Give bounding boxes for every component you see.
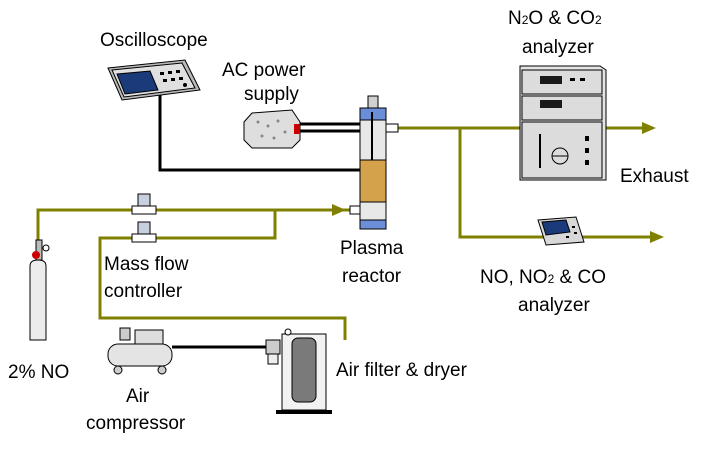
exhaust-arrow-icon [650, 231, 664, 243]
plasma-reactor-icon [349, 95, 399, 230]
oscilloscope-icon [107, 59, 201, 101]
labels: Oscilloscope AC power supply N2O & CO2 a… [8, 8, 689, 434]
mfc-label-line2: controller [104, 281, 183, 302]
air-compressor-icon [107, 327, 173, 375]
mfc-label-line1: Mass flow [104, 254, 189, 275]
plasma-reactor-label-line1: Plasma [340, 238, 404, 259]
ac-power-supply-icon [243, 109, 301, 149]
ac-power-label-line2: supply [244, 84, 299, 105]
air-line [98, 210, 347, 340]
analyzer1-label-line1: N2O & CO2 [508, 8, 602, 29]
analyzer1-label-line2: analyzer [522, 37, 594, 58]
portable-analyzer-icon [537, 216, 585, 246]
analyzer2-label-line2: analyzer [518, 295, 590, 316]
exhaust-label: Exhaust [620, 166, 689, 187]
branch-line [458, 128, 652, 239]
mass-flow-controller-icon [131, 193, 157, 215]
plasma-reactor-label-line2: reactor [342, 266, 402, 287]
air-filter-label: Air filter & dryer [336, 360, 468, 381]
mass-flow-controller-icon [131, 221, 157, 243]
electrical-wiring [158, 95, 360, 349]
no-gas-line [36, 208, 350, 245]
compressor-label-line1: Air [126, 386, 150, 407]
compressor-label-line2: compressor [86, 413, 186, 434]
exhaust-arrow-icon [642, 122, 656, 134]
no-cylinder-label: 2% NO [8, 362, 69, 383]
ac-power-label-line1: AC power [222, 60, 306, 81]
inlet-arrow-icon [332, 204, 346, 216]
analyzer2-label-line1: NO, NO2 & CO [480, 267, 606, 288]
scope-probe-wire [158, 95, 360, 172]
gas-cylinder-icon [29, 239, 50, 341]
gas-analyzer-rack-icon [519, 65, 607, 181]
air-filter-dryer-icon [265, 328, 332, 414]
oscilloscope-label: Oscilloscope [100, 30, 208, 51]
